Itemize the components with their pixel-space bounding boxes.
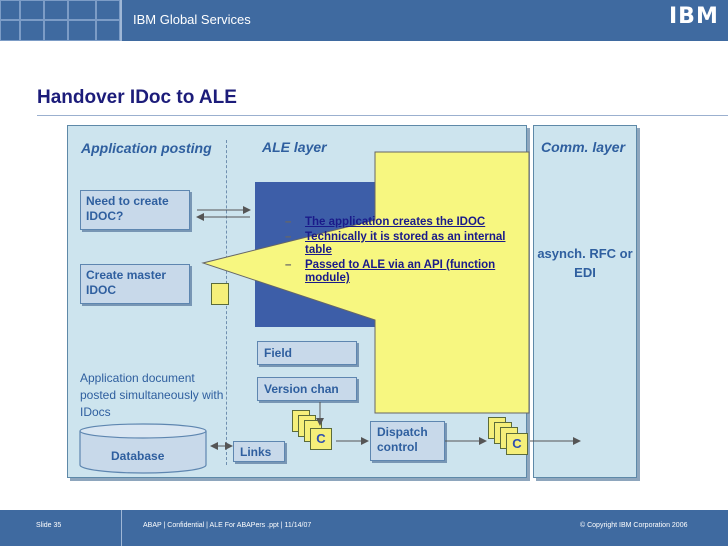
header-grid-cell xyxy=(0,20,20,41)
dispatch-control-box: Dispatch control xyxy=(370,421,445,461)
slide-number: Slide 35 xyxy=(36,522,62,529)
footer-bar: Slide 35 ABAP | Confidential | ALE For A… xyxy=(0,510,728,546)
links-box: Links xyxy=(233,441,285,462)
header-grid-cell xyxy=(0,0,20,20)
header-grid-cell xyxy=(20,20,44,41)
need-to-create-idoc-box: Need to create IDOC? xyxy=(80,190,190,230)
idoc-c-document: C xyxy=(506,433,528,455)
header-grid-cell xyxy=(96,20,120,41)
idoc-c-document: C xyxy=(310,428,332,450)
brand-label: IBM Global Services xyxy=(133,12,251,27)
header-grid-cell xyxy=(20,0,44,20)
header-grid-cell xyxy=(68,20,96,41)
database-label: Database xyxy=(111,449,165,463)
header-grid-cell xyxy=(44,20,68,41)
footer-info: ABAP | Confidential | ALE For ABAPers .p… xyxy=(143,522,312,529)
callout-text: The application creates the IDOC Technic… xyxy=(283,216,528,287)
comm-layer-panel xyxy=(533,125,637,478)
copyright: © Copyright IBM Corporation 2006 xyxy=(580,522,688,529)
header-grid-cell xyxy=(44,0,68,20)
ale-layer-heading: ALE layer xyxy=(262,139,327,155)
ibm-logo: IBM xyxy=(669,4,719,29)
version-change-box: Version chan xyxy=(257,377,357,401)
header-grid-cell xyxy=(96,0,120,20)
application-document-note: Application document posted simultaneous… xyxy=(80,371,224,419)
title-divider xyxy=(37,115,728,116)
callout-list: The application creates the IDOC Technic… xyxy=(283,216,528,285)
callout-item: Technically it is stored as an internal … xyxy=(283,231,528,257)
create-master-idoc-box: Create master IDOC xyxy=(80,264,190,304)
application-posting-heading: Application posting xyxy=(81,140,212,156)
page-title: Handover IDoc to ALE xyxy=(37,87,237,108)
footer-divider xyxy=(121,510,122,546)
header-bar: IBM Global Services IBM xyxy=(0,0,728,41)
callout-item: The application creates the IDOC xyxy=(283,216,528,229)
idoc-document-icon xyxy=(211,283,229,305)
callout-item: Passed to ALE via an API (function modul… xyxy=(283,259,528,285)
comm-layer-heading: Comm. layer xyxy=(541,139,626,155)
header-grid-cell xyxy=(68,0,96,20)
field-box: Field xyxy=(257,341,357,365)
database-icon xyxy=(79,423,207,474)
comm-method-text: asynch. RFC or EDI xyxy=(537,246,633,280)
header-divider xyxy=(120,0,122,41)
